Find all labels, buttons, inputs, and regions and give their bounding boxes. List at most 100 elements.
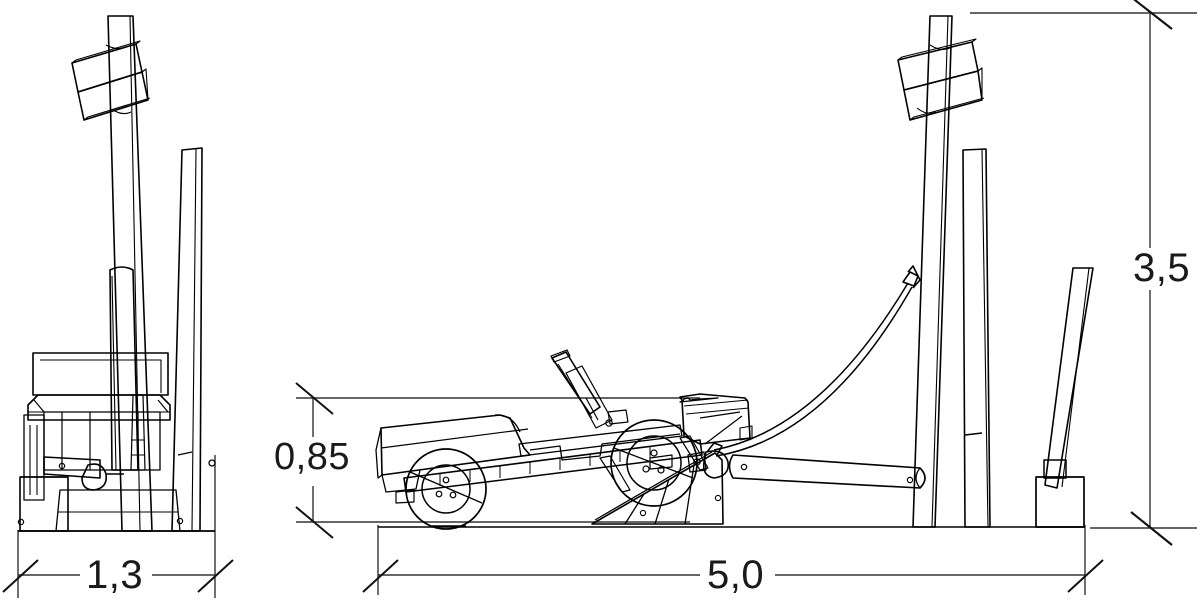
windshield-top-cap [550,349,571,363]
dimension-label-length-50: 5,0 [707,553,765,597]
windshield-frame-inner [557,363,593,419]
front-center-guide-rail-seg [131,439,145,456]
chassis-mount-tab-rear [395,489,415,504]
chassis-mount-tab-mid [649,454,673,470]
ramp-wedge-rib2 [654,478,670,525]
post-collar-bottom [112,109,132,115]
ramp-wedge-outline [591,452,724,525]
dim-50-tick-right [1067,559,1104,593]
front-wheel-rim [421,464,471,514]
post-collar-top [105,44,127,50]
dim-13-tick-right [197,559,234,593]
chassis-diagonal-brace-2 [679,435,709,471]
counterweight-block [1035,476,1085,528]
vehicle-rear-tub-fold [380,428,529,449]
cross-beam-bolt-left [740,463,748,471]
vehicle-rear-upper-panel-line [683,399,750,415]
side-post-collar-bottom [916,107,937,114]
rear-wheel-hub [650,449,658,457]
rear-tub-rounded-corner [494,414,521,433]
tow-hitch-shackle [706,442,723,456]
cross-beam-cap-ellipse [915,467,926,489]
head-block-side-face [71,40,151,121]
front-wheel-hub [442,476,450,484]
ramp-wedge-top-rail [594,451,713,521]
axle-joint-boot [81,463,108,491]
windshield-support-arm [585,397,599,421]
folded-windshield-frame [551,351,601,415]
mast-post-right-pivot-pin [208,459,216,467]
vehicle-front-axle-arm [43,456,101,479]
guide-post-front-center [109,266,139,471]
tray-pin-right [176,517,184,525]
cable-top-hook [907,265,921,289]
tow-cable-lower-strand [715,286,913,457]
tow-hitch-pin [693,458,701,466]
side-guide-post [962,148,991,528]
vehicle-front-upper-frame-inner [40,359,162,393]
rear-panel-brace [699,411,743,445]
side-tilted-head-lower [903,70,983,121]
front-wheel-tire [405,448,487,530]
side-mast-post-edge [931,15,949,528]
windshield-hinge-pin [605,419,613,427]
dim-50-tick-left [362,559,399,593]
guide-post-front-center-edge [111,275,117,471]
mast-post-right-joint [177,451,193,456]
chassis-diagonal-brace [599,455,631,493]
cowl-bracket-right [157,399,169,413]
dimension-label-height-085: 0,85 [274,436,350,478]
dim-085-tick-bottom [295,506,334,539]
vehicle-front-upper-frame [32,352,169,396]
front-lower-tray [55,489,181,532]
dim-tick-bottom-right [1130,511,1173,546]
front-wheel-lug1 [435,490,443,498]
cross-beam-bolt-right [906,476,914,484]
tow-hitch-ball-housing [702,450,730,479]
vehicle-rear-nose-edge [375,427,383,479]
front-wheel-chord [409,471,483,504]
axle-arm-bolt [58,462,66,470]
counterweight-post-edge [1061,267,1090,488]
rear-wheel-lug2 [657,466,665,474]
vehicle-rear-lower-skirt [381,469,421,493]
vehicle-bed-panel [518,424,683,457]
ramp-bolt-right [714,494,722,502]
front-left-upright [23,414,45,501]
side-guide-post-edge [981,148,989,528]
ramp-wedge-rib3 [684,464,695,525]
counterweight-post [1044,267,1094,489]
mast-post-right [171,147,203,532]
side-view-geometry [375,15,1094,530]
vehicle-front-cowl [27,394,171,421]
dimension-label-total-height: 3,5 [1133,246,1191,290]
tilted-head-block-front-lower [77,71,149,121]
front-center-guide-rail [130,394,146,471]
tow-cable-upper-strand [713,282,909,451]
ramp-wedge-rib1 [624,493,645,525]
side-head-block-face [897,38,985,121]
chassis-rail-rivets [439,447,651,486]
side-post-collar-top [929,44,951,51]
dimension-label-width-13: 1,3 [86,553,144,597]
ramp-bolt-left [639,509,647,517]
dim-13-tick-left [2,559,39,593]
vehicle-tailgate-box [679,397,719,403]
side-guide-post-joint [964,432,983,436]
side-mast-post [912,15,953,528]
rear-wheel-lug1 [642,465,650,473]
cowl-bracket-left [33,399,45,413]
dim-085-tick-top [295,382,334,415]
rear-wheel-rim [626,435,682,491]
mast-post-left [107,15,153,532]
front-wheel-lug2 [449,491,457,499]
counterweight-collar [1043,459,1067,479]
mast-post-right-edge [191,147,197,532]
dim-tick-top-right [1133,0,1173,30]
tow-hitch-bracket [687,451,707,473]
front-view-geometry [17,15,216,532]
windshield-glass-panel [565,365,613,429]
